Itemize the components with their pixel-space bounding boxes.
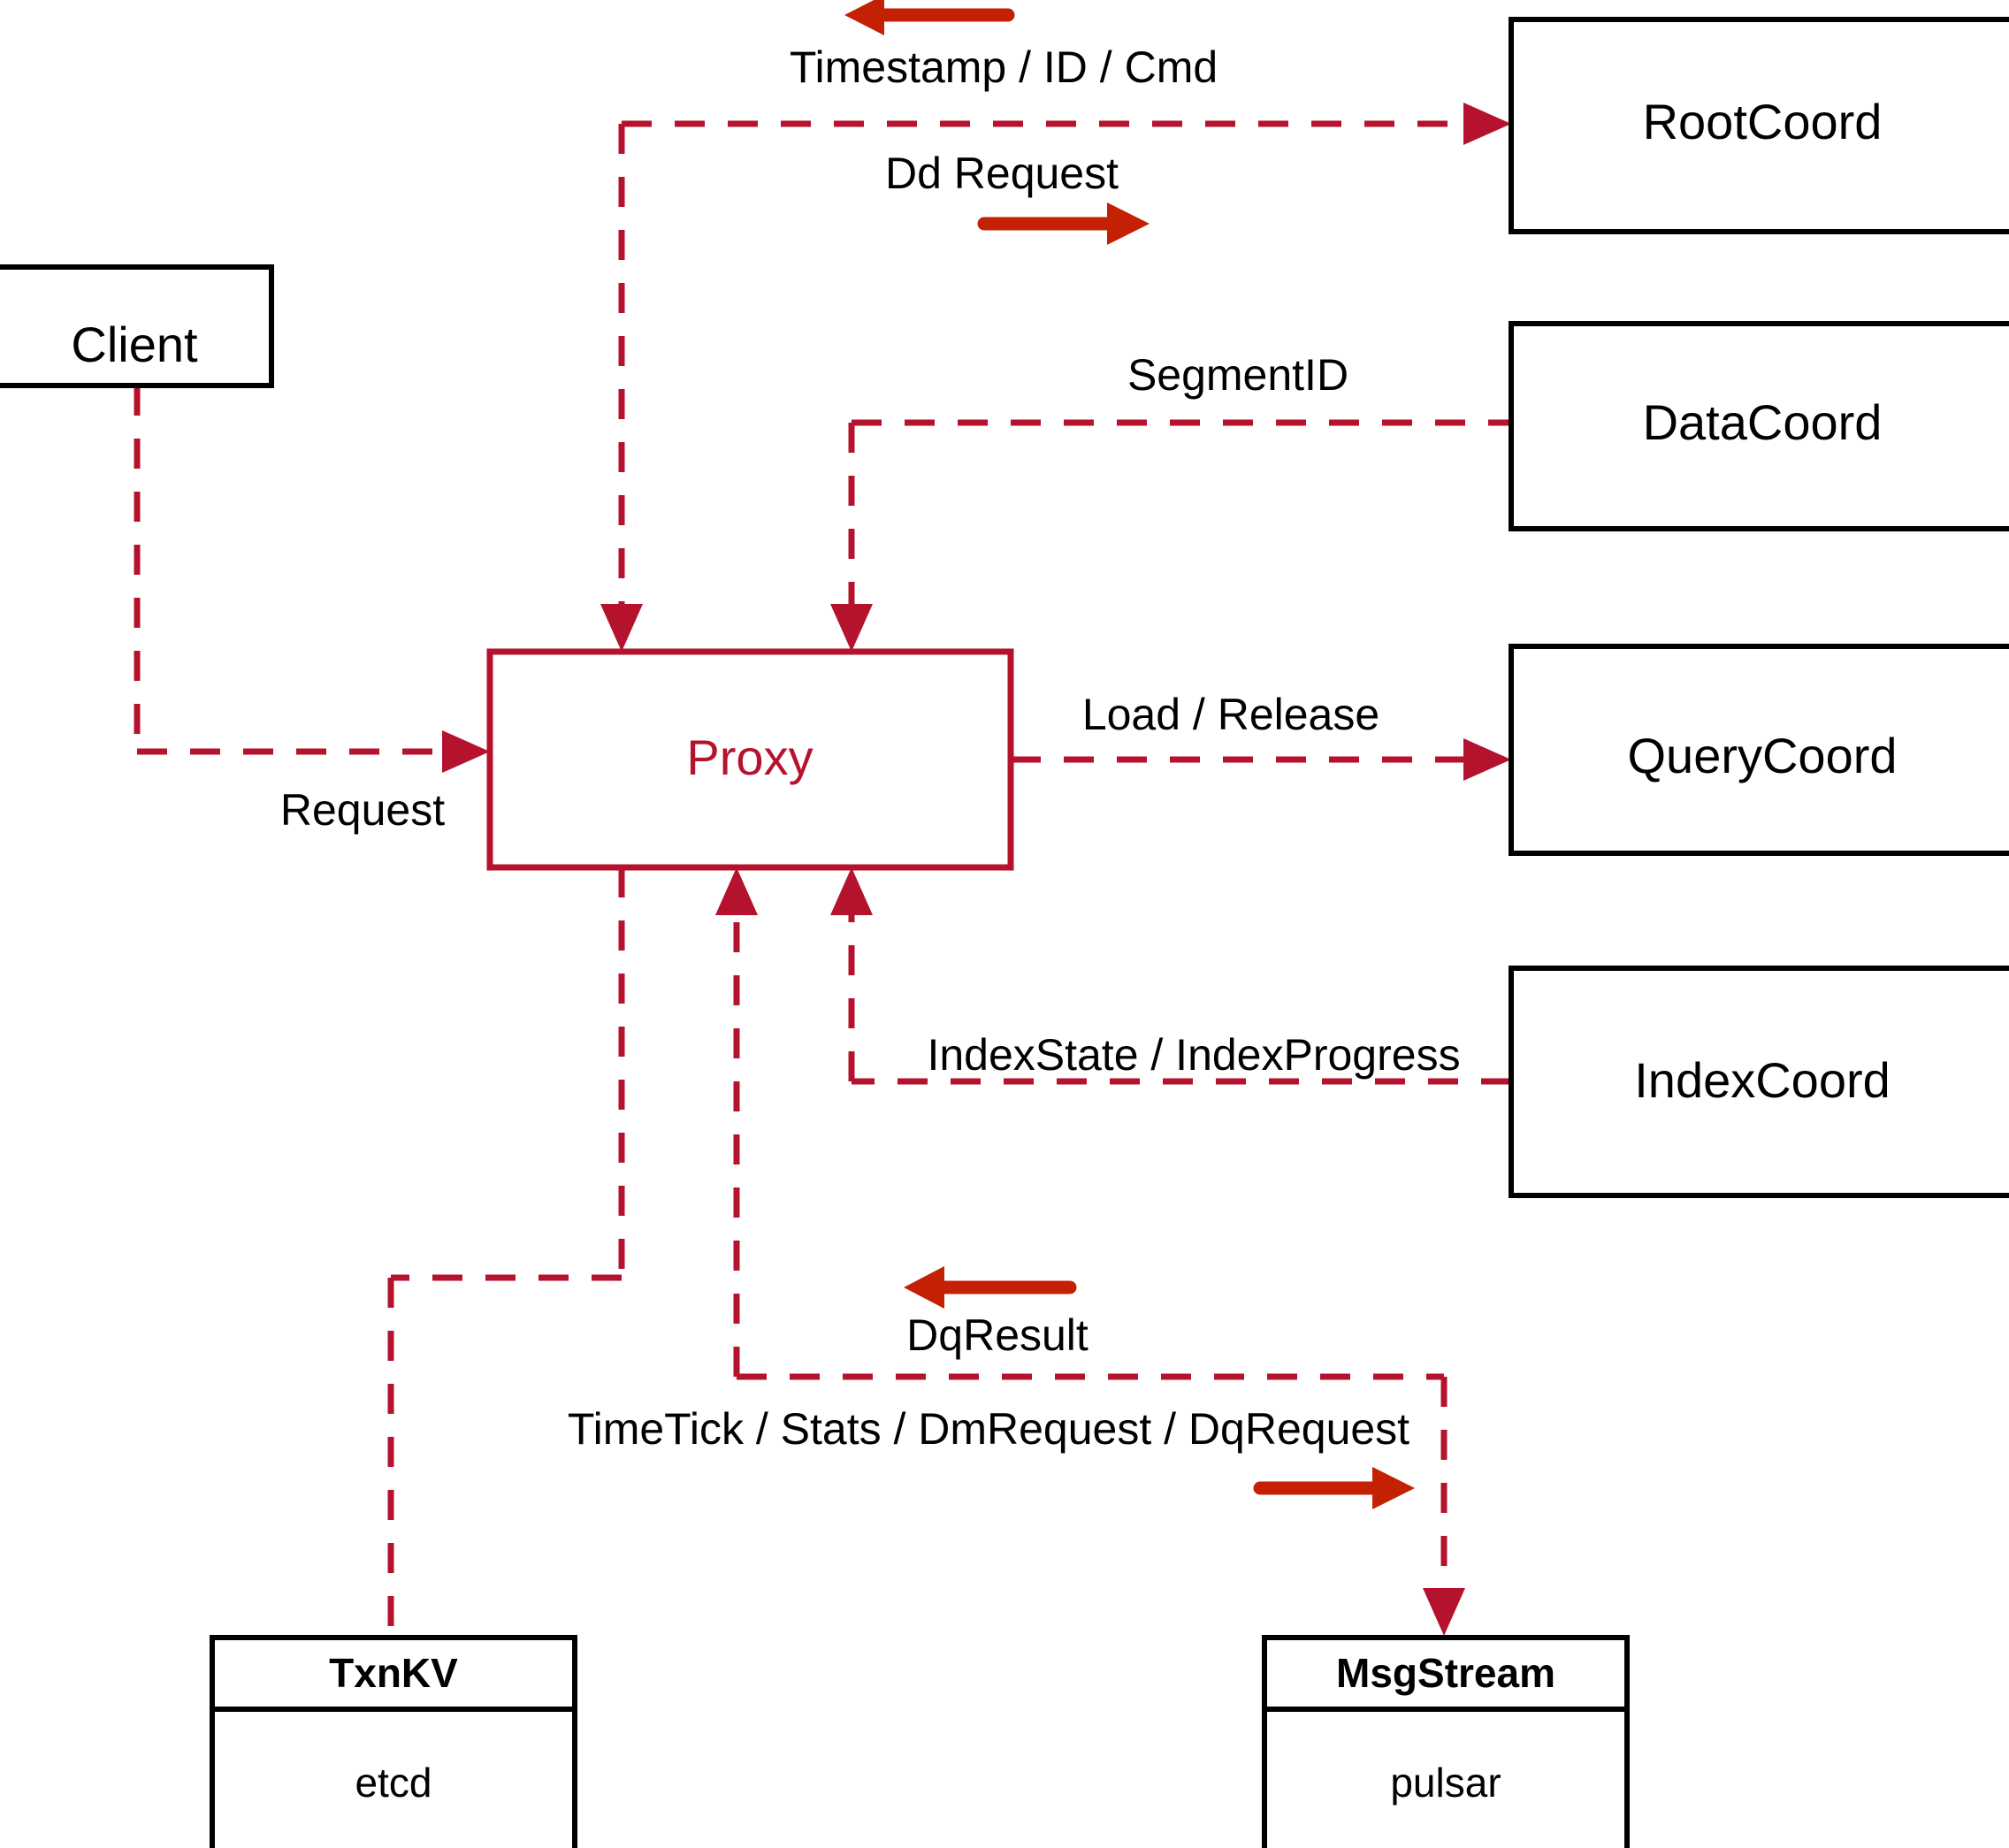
node-indexcoord[interactable]: IndexCoord bbox=[1509, 966, 2009, 1198]
edge-label-load-release: Load / Release bbox=[1082, 690, 1379, 739]
msgstream-box[interactable] bbox=[1262, 1635, 1630, 1848]
arrowhead-into-proxy-from-datacoord bbox=[830, 604, 873, 652]
arrowhead-into-proxy-from-client bbox=[442, 730, 490, 773]
indexcoord-box[interactable] bbox=[1509, 966, 2009, 1198]
direction-arrow-timestamp bbox=[844, 0, 1015, 35]
proxy-label: Proxy bbox=[686, 729, 813, 785]
direction-arrow-timetick bbox=[1253, 1467, 1415, 1509]
edge-label-timestamp-id-cmd: Timestamp / ID / Cmd bbox=[790, 42, 1218, 92]
node-datacoord[interactable]: DataCoord bbox=[1509, 321, 2009, 531]
arrowhead-into-proxy-from-msgstream bbox=[715, 867, 758, 915]
direction-arrow-dd-request bbox=[977, 202, 1150, 245]
client-box[interactable] bbox=[0, 264, 274, 388]
node-client[interactable]: Client bbox=[0, 264, 274, 388]
edge-label-request: Request bbox=[280, 785, 445, 835]
node-proxy[interactable]: Proxy bbox=[486, 648, 1014, 871]
txnkv-title: TxnKV bbox=[329, 1650, 458, 1696]
edge-txnkv-path bbox=[387, 867, 625, 1638]
proxy-box[interactable] bbox=[486, 648, 1014, 871]
msgstream-title: MsgStream bbox=[1336, 1650, 1555, 1696]
arrowhead-into-proxy-from-rootcoord bbox=[600, 604, 643, 652]
arrowhead-into-querycoord bbox=[1463, 738, 1511, 781]
querycoord-box[interactable] bbox=[1509, 644, 2009, 856]
rootcoord-label: RootCoord bbox=[1643, 94, 1883, 149]
edge-label-segment-id: SegmentID bbox=[1127, 350, 1348, 400]
node-rootcoord[interactable]: RootCoord bbox=[1509, 17, 2009, 234]
edge-indexcoord-path bbox=[830, 867, 1511, 1085]
txnkv-impl: etcd bbox=[355, 1760, 432, 1806]
edge-label-dd-request: Dd Request bbox=[885, 149, 1119, 198]
rootcoord-box[interactable] bbox=[1509, 17, 2009, 234]
edge-rootcoord-path bbox=[600, 103, 1511, 652]
edge-client-request-path bbox=[134, 386, 490, 773]
direction-arrow-dqresult bbox=[904, 1266, 1077, 1309]
arrowhead-into-msgstream bbox=[1423, 1588, 1465, 1636]
edge-label-index-state-progress: IndexState / IndexProgress bbox=[927, 1030, 1460, 1080]
edge-querycoord-path bbox=[1011, 738, 1511, 781]
node-querycoord[interactable]: QueryCoord bbox=[1509, 644, 2009, 856]
datacoord-label: DataCoord bbox=[1643, 394, 1883, 450]
node-txnkv[interactable]: TxnKV etcd bbox=[210, 1635, 577, 1848]
txnkv-box[interactable] bbox=[210, 1635, 577, 1848]
msgstream-impl: pulsar bbox=[1390, 1760, 1501, 1806]
edge-label-dq-result: DqResult bbox=[906, 1310, 1089, 1360]
querycoord-label: QueryCoord bbox=[1627, 728, 1897, 783]
edge-label-timetick-stats: TimeTick / Stats / DmRequest / DqRequest bbox=[568, 1404, 1409, 1454]
node-msgstream[interactable]: MsgStream pulsar bbox=[1262, 1635, 1630, 1848]
arrowhead-into-proxy-from-indexcoord bbox=[830, 867, 873, 915]
edge-datacoord-path bbox=[830, 419, 1511, 652]
client-label: Client bbox=[71, 317, 198, 372]
datacoord-box[interactable] bbox=[1509, 321, 2009, 531]
indexcoord-label: IndexCoord bbox=[1634, 1052, 1891, 1108]
arrowhead-into-rootcoord bbox=[1463, 103, 1511, 145]
edge-msgstream-path bbox=[715, 867, 1465, 1636]
